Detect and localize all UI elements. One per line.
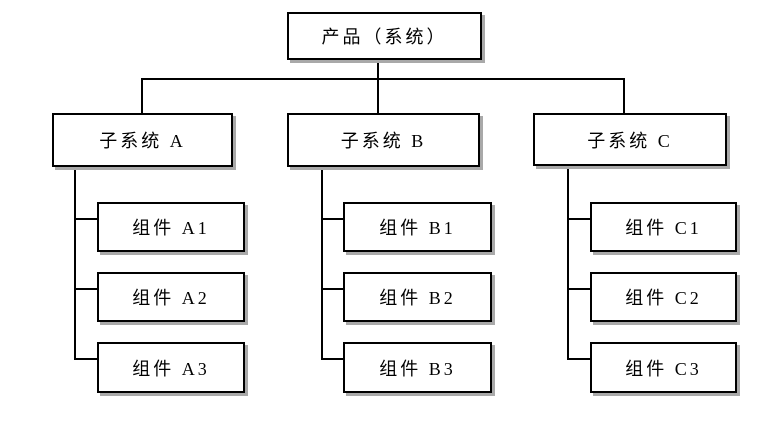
connector-stub-b1 <box>321 218 345 220</box>
connector-subsystem-b-spine <box>321 165 323 360</box>
node-component-b1: 组件 B1 <box>343 202 492 252</box>
node-component-a1: 组件 A1 <box>97 202 245 252</box>
connector-stub-c1 <box>567 218 592 220</box>
node-component-c3: 组件 C3 <box>590 342 737 393</box>
node-component-b3: 组件 B3 <box>343 342 492 393</box>
connector-drop-subsystem-c <box>623 78 625 115</box>
node-subsystem-b: 子系统 B <box>287 113 480 167</box>
node-component-c1: 组件 C1 <box>590 202 737 252</box>
connector-stub-b2 <box>321 288 345 290</box>
connector-root-drop <box>377 58 379 115</box>
connector-drop-subsystem-a <box>141 78 143 115</box>
connector-stub-a2 <box>74 288 99 290</box>
connector-stub-c2 <box>567 288 592 290</box>
node-component-a3: 组件 A3 <box>97 342 245 393</box>
connector-stub-c3 <box>567 358 592 360</box>
connector-subsystem-c-spine <box>567 164 569 360</box>
connector-subsystem-a-spine <box>74 165 76 360</box>
node-subsystem-a: 子系统 A <box>52 113 233 167</box>
connector-stub-b3 <box>321 358 345 360</box>
node-component-c2: 组件 C2 <box>590 272 737 322</box>
connector-main-horizontal <box>141 78 625 80</box>
node-component-a2: 组件 A2 <box>97 272 245 322</box>
connector-stub-a1 <box>74 218 99 220</box>
node-component-b2: 组件 B2 <box>343 272 492 322</box>
node-product-root: 产品（系统） <box>287 12 482 60</box>
node-subsystem-c: 子系统 C <box>533 113 727 166</box>
connector-stub-a3 <box>74 358 99 360</box>
